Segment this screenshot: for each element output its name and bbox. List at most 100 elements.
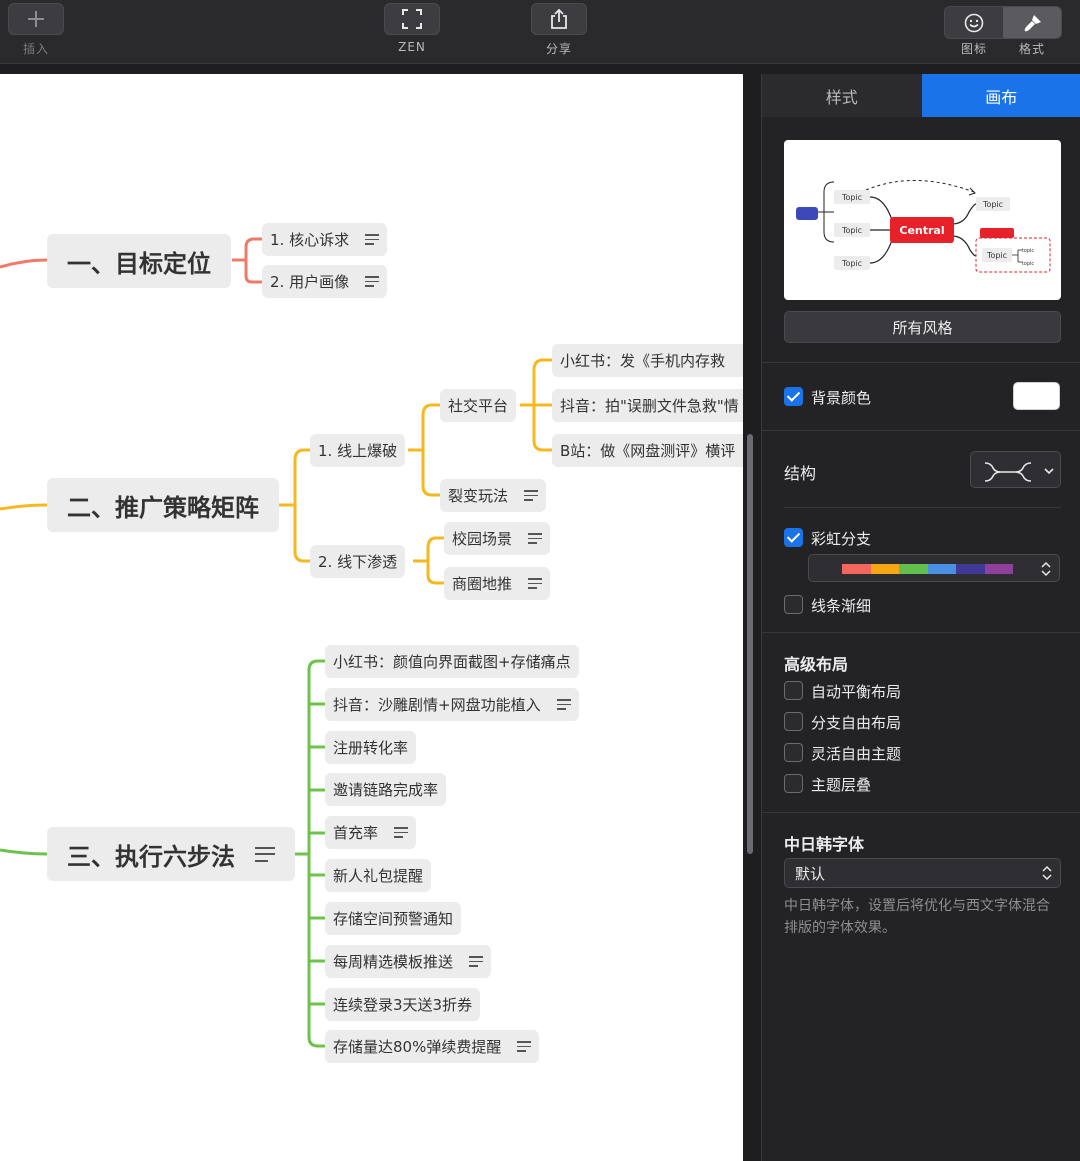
- topic-text: 社交平台: [448, 397, 509, 415]
- icon-panel-button[interactable]: [945, 7, 1003, 38]
- topic-text: 首充率: [333, 824, 379, 842]
- insert-button[interactable]: [8, 3, 64, 35]
- subtopic[interactable]: 2. 用户画像: [262, 265, 388, 298]
- subtopic[interactable]: 存储量达80%弹续费提醒: [325, 1030, 540, 1063]
- style-preview-graphic: Topic Topic Topic Central Topic Topic to…: [796, 179, 1051, 273]
- subtopic[interactable]: 商圈地推: [444, 567, 551, 600]
- chevron-updown-icon: [1042, 865, 1052, 881]
- subtopic[interactable]: 2. 线下渗透: [310, 545, 406, 578]
- branch-3-lines: [0, 659, 325, 1048]
- format-panel: 样式 画布 Topic Topic Topic Central: [761, 74, 1080, 1161]
- structure-label: 结构: [784, 464, 817, 483]
- topic-text: 小红书：发《手机内存救: [560, 352, 726, 370]
- topic-text: 裂变玩法: [448, 487, 509, 505]
- subtopic[interactable]: 首充率: [325, 816, 417, 849]
- topic-text: 2. 用户画像: [270, 273, 350, 291]
- flexible-topic-checkbox[interactable]: [784, 743, 803, 762]
- background-color-swatch[interactable]: [1013, 382, 1060, 410]
- canvas-scrollbar[interactable]: [747, 434, 753, 854]
- main-topic-goal[interactable]: 一、目标定位: [47, 234, 231, 288]
- rainbow-color-bar: [842, 564, 1013, 574]
- subtopic[interactable]: 社交平台: [440, 389, 517, 422]
- background-color-label: 背景颜色: [811, 389, 872, 407]
- flexible-topic-label: 灵活自由主题: [811, 745, 902, 763]
- all-styles-button[interactable]: 所有风格: [784, 311, 1061, 343]
- preview-topic: Topic: [982, 200, 1003, 209]
- subtopic[interactable]: B站：做《网盘测评》横评: [552, 434, 743, 467]
- tab-canvas[interactable]: 画布: [921, 74, 1080, 117]
- subtopic[interactable]: 新人礼包提醒: [325, 859, 432, 892]
- rainbow-branch-label: 彩虹分支: [811, 530, 872, 548]
- subtopic[interactable]: 抖音：沙雕剧情+网盘功能植入: [325, 688, 579, 721]
- note-icon[interactable]: [365, 234, 380, 245]
- divider: [762, 430, 1080, 431]
- subtopic[interactable]: 邀请链路完成率: [325, 773, 447, 806]
- subtopic[interactable]: 注册转化率: [325, 731, 417, 764]
- note-icon[interactable]: [394, 827, 409, 838]
- topic-text: 邀请链路完成率: [333, 781, 439, 799]
- topic-text: 2. 线下渗透: [318, 553, 398, 571]
- divider: [762, 632, 1080, 633]
- line-taper-label: 线条渐细: [811, 597, 872, 615]
- divider: [762, 812, 1080, 813]
- icon-label: 图标: [960, 42, 987, 56]
- panel-tabs: 样式 画布: [762, 74, 1080, 117]
- note-icon[interactable]: [255, 846, 275, 862]
- subtopic[interactable]: 小红书：发《手机内存救: [552, 344, 743, 377]
- topic-overlap-checkbox[interactable]: [784, 774, 803, 793]
- subtopic[interactable]: 连续登录3天送3折券: [325, 988, 481, 1021]
- main-topic-execution[interactable]: 三、执行六步法: [47, 827, 295, 881]
- zen-label: ZEN: [398, 40, 426, 54]
- main-topic-strategy[interactable]: 二、推广策略矩阵: [47, 478, 279, 532]
- subtopic[interactable]: 裂变玩法: [440, 479, 547, 512]
- note-icon[interactable]: [528, 533, 543, 544]
- preview-topic: Topic: [841, 226, 862, 235]
- free-branch-label: 分支自由布局: [811, 714, 902, 732]
- auto-balance-label: 自动平衡布局: [811, 683, 902, 701]
- rainbow-branch-checkbox[interactable]: [784, 528, 803, 547]
- subtopic[interactable]: 每周精选模板推送: [325, 945, 492, 978]
- rainbow-palette-select[interactable]: [808, 554, 1060, 582]
- share-button[interactable]: [531, 3, 587, 35]
- subtopic[interactable]: 校园场景: [444, 522, 551, 555]
- topic-text: 存储空间预警通知: [333, 910, 454, 928]
- style-preview[interactable]: Topic Topic Topic Central Topic Topic to…: [784, 140, 1061, 300]
- cjk-font-select[interactable]: 默认: [784, 858, 1061, 888]
- note-icon[interactable]: [556, 699, 571, 710]
- preview-topic: Topic: [986, 251, 1007, 260]
- topic-text: 1. 线上爆破: [318, 442, 398, 460]
- subtopic[interactable]: 小红书：颜值向界面截图+存储痛点: [325, 645, 579, 678]
- topic-text: 新人礼包提醒: [333, 867, 424, 885]
- tab-style[interactable]: 样式: [825, 87, 858, 107]
- subtopic[interactable]: 抖音：拍"误删文件急救"情: [552, 389, 743, 422]
- share-label: 分享: [545, 42, 572, 56]
- cjk-font-title: 中日韩字体: [784, 835, 865, 854]
- format-panel-button[interactable]: [1003, 7, 1061, 38]
- mindmap-canvas[interactable]: 一、目标定位 1. 核心诉求 2. 用户画像 二、推广策略矩阵 1. 线上爆破 …: [0, 74, 743, 1161]
- subtopic[interactable]: 1. 核心诉求: [262, 223, 388, 256]
- note-icon[interactable]: [524, 490, 539, 501]
- subtopic[interactable]: 存储空间预警通知: [325, 902, 462, 935]
- note-icon[interactable]: [528, 578, 543, 589]
- cjk-font-hint: 中日韩字体，设置后将优化与西文字体混合排版的字体效果。: [784, 898, 1050, 936]
- branch-1-lines: [0, 237, 262, 284]
- share-icon: [551, 8, 567, 29]
- fullscreen-icon: [402, 9, 422, 29]
- plus-icon: [28, 11, 44, 27]
- auto-balance-checkbox[interactable]: [784, 681, 803, 700]
- line-taper-checkbox[interactable]: [784, 595, 803, 614]
- free-branch-checkbox[interactable]: [784, 712, 803, 731]
- note-icon[interactable]: [517, 1041, 532, 1052]
- structure-dropdown[interactable]: [970, 451, 1061, 488]
- preview-central: Central: [899, 224, 944, 237]
- note-icon[interactable]: [365, 276, 380, 287]
- toolbar: 插入 ZEN 分享: [0, 0, 1080, 64]
- subtopic[interactable]: 1. 线上爆破: [310, 434, 406, 467]
- insert-label: 插入: [22, 42, 49, 56]
- note-icon[interactable]: [469, 956, 484, 967]
- background-color-checkbox[interactable]: [784, 387, 803, 406]
- preview-topic: Topic: [841, 193, 862, 202]
- zen-button[interactable]: [384, 3, 440, 35]
- topic-text: 存储量达80%弹续费提醒: [333, 1038, 502, 1056]
